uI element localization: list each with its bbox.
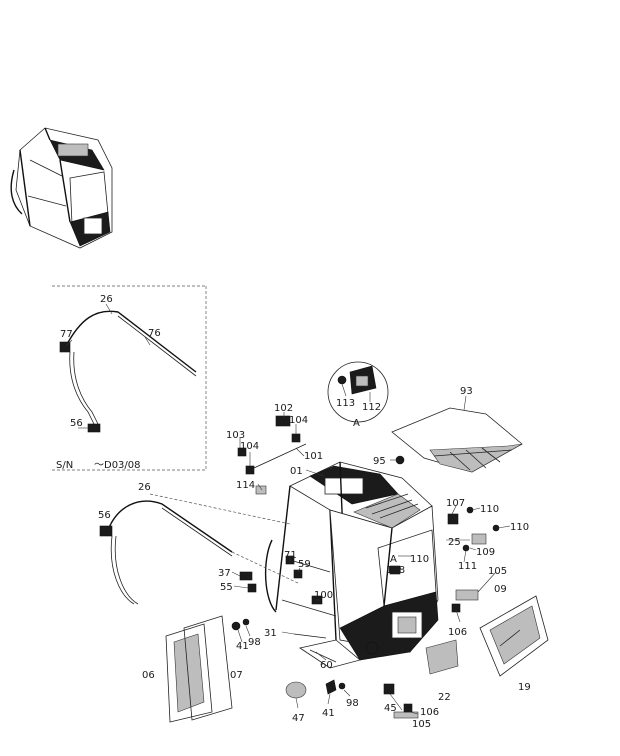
callout-55: 55 <box>220 582 233 593</box>
callout-19: 19 <box>518 682 531 693</box>
callout-104: 104 <box>289 415 308 426</box>
callout-102: 102 <box>274 403 293 414</box>
serial-variant-inset <box>52 285 207 471</box>
side-window-09 <box>479 595 549 677</box>
callout-26: 26 <box>138 482 151 493</box>
callout-106: 106 <box>448 627 467 638</box>
callout-56: 56 <box>98 510 111 521</box>
callout-98: 98 <box>346 698 359 709</box>
callout-110: 110 <box>410 554 429 565</box>
callout-108: 108 <box>386 565 405 576</box>
callout-09: 09 <box>494 584 507 595</box>
callout-101: 101 <box>304 451 323 462</box>
callout-labels: 26 77 76 56 113 112 93 102 104 103 104 1… <box>60 294 531 730</box>
callout-93: 93 <box>460 386 473 397</box>
callout-95: 95 <box>373 456 386 467</box>
roof-glass-part <box>391 395 523 473</box>
callout-114: 114 <box>236 480 255 491</box>
callout-56: 56 <box>70 418 83 429</box>
callout-41: 41 <box>322 708 335 719</box>
callout-47: 47 <box>292 713 305 724</box>
callout-77: 77 <box>60 329 73 340</box>
cab-main-frame <box>264 461 439 669</box>
callout-111: 111 <box>458 561 477 572</box>
callout-41: 41 <box>236 641 249 652</box>
callout-76: 76 <box>148 328 161 339</box>
callout-105: 105 <box>488 566 507 577</box>
callout-110: 110 <box>480 504 499 515</box>
serial-value: ～D03/08 <box>94 460 141 471</box>
callout-25: 25 <box>448 537 461 548</box>
detail-a-label: A <box>353 418 360 429</box>
harness-26 <box>99 493 301 605</box>
inset-serial-text: S/N ～D03/08 <box>56 460 141 471</box>
callout-26: 26 <box>100 294 113 305</box>
cab-overview-thumbnail <box>10 127 113 249</box>
callout-109: 109 <box>476 547 495 558</box>
callout-a: A <box>390 554 397 565</box>
callout-106: 106 <box>420 707 439 718</box>
leader-lines <box>231 412 511 715</box>
callout-71: 71 <box>284 550 297 561</box>
callout-31: 31 <box>264 628 277 639</box>
callout-60: 60 <box>320 660 333 671</box>
door-glass-06 <box>165 623 213 723</box>
callout-100: 100 <box>314 590 333 601</box>
callout-105: 105 <box>412 719 431 730</box>
callout-112: 112 <box>362 402 381 413</box>
callout-104: 104 <box>240 441 259 452</box>
serial-label: S/N <box>56 460 73 471</box>
callout-06: 06 <box>142 670 155 681</box>
detail-a-view <box>327 361 389 423</box>
callout-103: 103 <box>226 430 245 441</box>
callout-37: 37 <box>218 568 231 579</box>
callout-59: 59 <box>298 559 311 570</box>
callout-98: 98 <box>248 637 261 648</box>
callout-107: 107 <box>446 498 465 509</box>
door-seal-07 <box>183 615 233 721</box>
callout-07: 07 <box>230 670 243 681</box>
callout-45: 45 <box>384 703 397 714</box>
callout-01: 01 <box>290 466 303 477</box>
callout-113: 113 <box>336 398 355 409</box>
callout-22: 22 <box>438 692 451 703</box>
callout-110: 110 <box>510 522 529 533</box>
